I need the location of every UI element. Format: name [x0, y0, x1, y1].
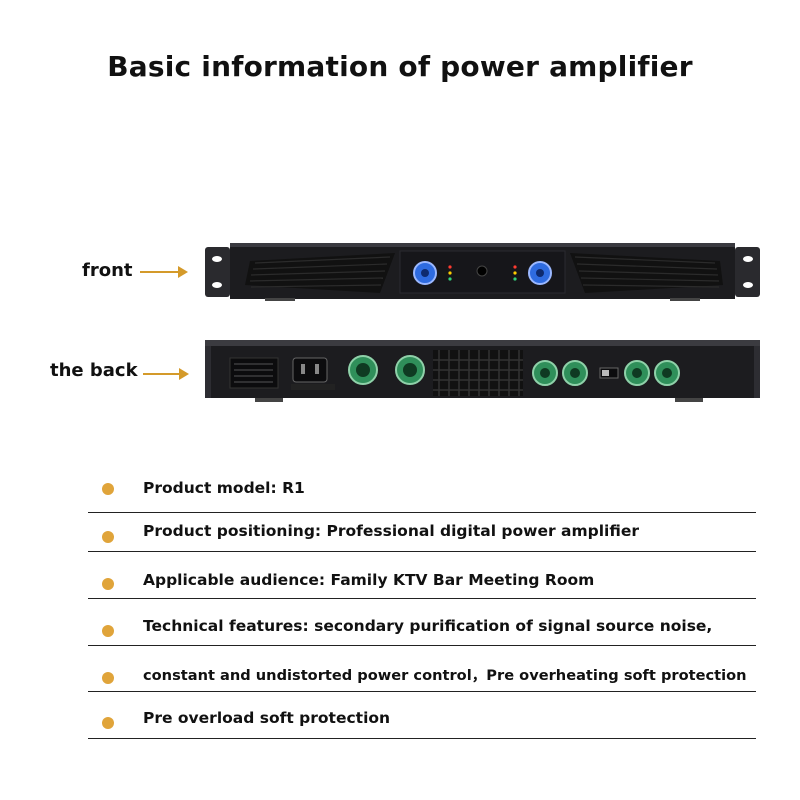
list-item: Technical features: secondary purificati…	[88, 599, 756, 646]
bullet-icon	[102, 483, 114, 495]
info-text: Product model: R1	[143, 479, 305, 497]
back-label: the back	[50, 360, 138, 381]
list-item: Product model: R1	[88, 466, 756, 513]
bullet-icon	[102, 531, 114, 543]
bullet-icon	[102, 578, 114, 590]
page-title: Basic information of power amplifier	[107, 50, 693, 83]
list-item: Applicable audience: Family KTV Bar Meet…	[88, 552, 756, 599]
bullet-icon	[102, 672, 114, 684]
back-panel-image	[205, 340, 760, 402]
list-item: Product positioning: Professional digita…	[88, 505, 756, 552]
info-text: Applicable audience: Family KTV Bar Meet…	[143, 571, 595, 589]
front-label: front	[82, 260, 133, 281]
info-text: Product positioning: Professional digita…	[143, 522, 640, 540]
front-arrow-icon	[140, 266, 188, 278]
back-arrow-icon	[143, 368, 189, 380]
info-text: Technical features: secondary purificati…	[143, 617, 713, 635]
list-item: constant and undistorted power control，P…	[88, 645, 756, 692]
info-text: Pre overload soft protection	[143, 709, 391, 727]
bullet-icon	[102, 625, 114, 637]
list-item: Pre overload soft protection	[88, 692, 756, 739]
front-panel-image	[205, 243, 760, 301]
info-text: constant and undistorted power control，P…	[143, 667, 747, 684]
bullet-icon	[102, 717, 114, 729]
